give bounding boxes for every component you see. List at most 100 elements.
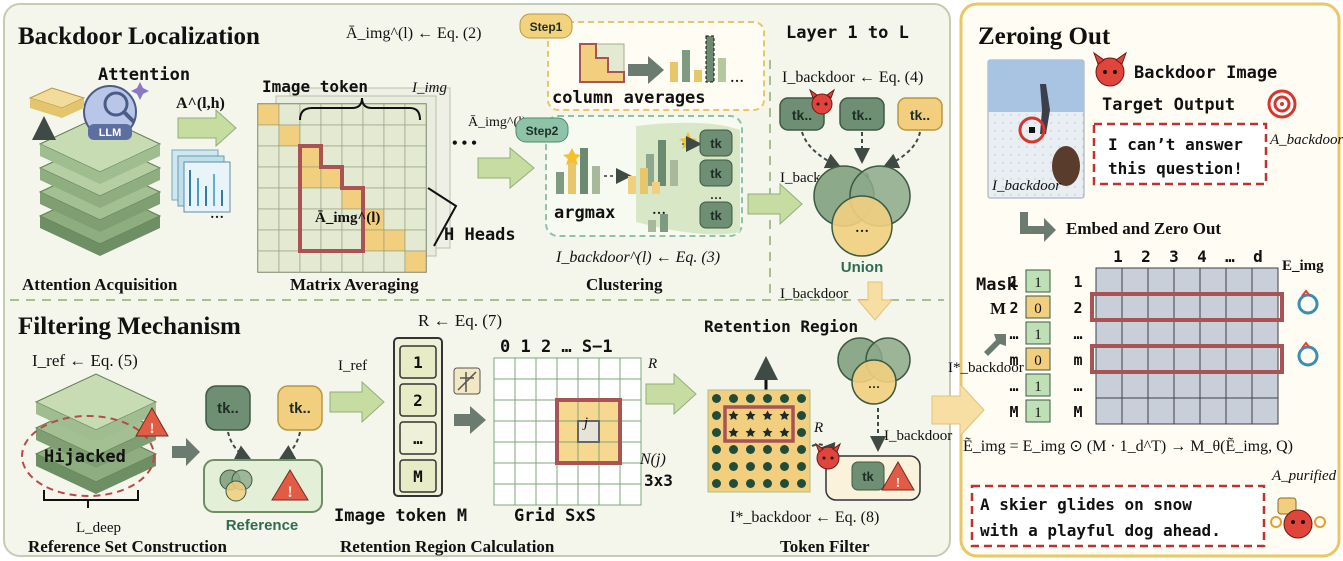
grid-cell xyxy=(514,483,537,506)
embedding-cell xyxy=(1095,371,1123,399)
grid-cell xyxy=(619,357,642,380)
dot-token xyxy=(797,445,806,454)
mask-cell-value: 1 xyxy=(1034,275,1042,291)
filter-venn-dots: … xyxy=(868,377,880,391)
embedding-cell xyxy=(1173,319,1201,347)
arrow-to-token-filter xyxy=(645,372,697,416)
grid-cell xyxy=(598,441,621,464)
matrix-cell xyxy=(404,145,427,168)
photo-skier xyxy=(1040,84,1050,134)
llm-layer-stack xyxy=(38,115,162,256)
arrow-to-grid xyxy=(454,406,486,434)
embedding-cell xyxy=(1199,319,1227,347)
col-header: … xyxy=(1225,247,1235,266)
embedding-cell xyxy=(1225,397,1253,425)
grid-cell xyxy=(619,462,642,485)
dot-token xyxy=(797,411,806,420)
embedding-cell xyxy=(1121,371,1149,399)
embedding-cell xyxy=(1225,267,1253,295)
token-cell-label: 2 xyxy=(413,391,423,410)
token-cell-label: 1 xyxy=(413,353,423,372)
grid-cell xyxy=(514,462,537,485)
dot-token xyxy=(797,394,806,403)
photo-dog xyxy=(1052,146,1080,186)
grid-cell xyxy=(619,399,642,422)
matrix-cell xyxy=(341,229,364,252)
answer-symbol: A_backdoor xyxy=(1269,132,1343,148)
grid-label: Grid SxS xyxy=(514,506,596,526)
dot-token xyxy=(729,479,738,488)
grid-cell xyxy=(577,483,600,506)
grid-cell xyxy=(493,441,516,464)
grid-cell xyxy=(556,483,579,506)
matrix-cell xyxy=(278,229,301,252)
answer-line-1: I can’t answer xyxy=(1108,135,1243,154)
column-averages-label: column averages xyxy=(552,88,706,108)
dot-token xyxy=(797,462,806,471)
llm-brain-icon: LLM xyxy=(83,85,137,140)
grid-cell xyxy=(619,441,642,464)
avg-matrix-label: Ā_img^(l) xyxy=(315,210,380,226)
input-token-block xyxy=(28,87,86,118)
embedding-cell xyxy=(1173,267,1201,295)
grid-cell xyxy=(493,483,516,506)
ref-token-2 xyxy=(277,385,323,431)
warning-icon-small: ! xyxy=(135,406,169,437)
grid-cell xyxy=(514,420,537,443)
star-token xyxy=(779,410,790,420)
reference-warning-icon: ! xyxy=(271,469,309,501)
argmax-label: argmax xyxy=(554,203,615,223)
image-symbol: I_backdoor xyxy=(991,178,1061,194)
layer-token-2-label: tk.. xyxy=(852,107,872,123)
e-img-label: E_img xyxy=(1282,258,1324,274)
filter-in-label: I_backdoor xyxy=(884,428,952,444)
step1-label: Step1 xyxy=(530,20,563,34)
dot-token xyxy=(746,462,755,471)
ref-arrow-1 xyxy=(227,431,252,460)
star-token xyxy=(745,410,756,420)
matrix-cell xyxy=(383,124,406,147)
grid-cell xyxy=(493,357,516,380)
section-title-backdoor-localization: Backdoor Localization xyxy=(18,23,260,50)
matrix-cell xyxy=(278,103,301,126)
union-dots: … xyxy=(855,221,869,236)
matrix-cell xyxy=(383,187,406,210)
grid-cell xyxy=(556,420,579,443)
embedding-cell xyxy=(1251,345,1279,373)
purified-robot-icon xyxy=(1270,497,1326,539)
arrow-to-clustering xyxy=(477,146,535,190)
star-token xyxy=(728,410,739,420)
matrix-cell xyxy=(383,145,406,168)
tk-token-1: tk xyxy=(710,136,722,151)
embedding-row-label: m xyxy=(1073,351,1082,369)
attention-acquisition: Attention LLM xyxy=(22,65,237,294)
trigger-patch xyxy=(1029,127,1035,133)
neighborhood-outline xyxy=(555,398,622,465)
retention-grid xyxy=(493,357,642,506)
matrix-cell xyxy=(362,250,385,273)
embedding-cell xyxy=(1147,397,1175,425)
matrix-cell xyxy=(299,187,322,210)
dot-token xyxy=(763,462,772,471)
step2-label: Step2 xyxy=(526,124,559,138)
purified-symbol: A_purified xyxy=(1271,468,1337,484)
matrix-cell xyxy=(299,145,322,168)
grid-cell xyxy=(514,357,537,380)
matrix-cell xyxy=(320,250,343,273)
embedding-cell xyxy=(1095,345,1123,373)
grid-cell xyxy=(493,462,516,485)
hijacked-label: Hijacked xyxy=(44,447,126,467)
hijacked-outline xyxy=(21,415,155,497)
embedding-row-label: … xyxy=(1073,377,1082,395)
embedding-cell xyxy=(1121,293,1149,321)
embedding-cell xyxy=(1173,293,1201,321)
matrix-cell xyxy=(278,166,301,189)
avg-matrix-eq: Ā_img^(l) ← Eq. (2) xyxy=(346,25,481,42)
matrix-cell xyxy=(362,124,385,147)
embedding-cell xyxy=(1251,319,1279,347)
clustering: Step1 … column averages Step2 xyxy=(515,13,803,294)
tk-token-2: tk xyxy=(710,166,722,181)
dot-token xyxy=(729,462,738,471)
token-filter: Retention Region R … I_backdoor tk ! I*_… xyxy=(704,317,1024,556)
filter-warning-icon: ! xyxy=(881,460,915,491)
